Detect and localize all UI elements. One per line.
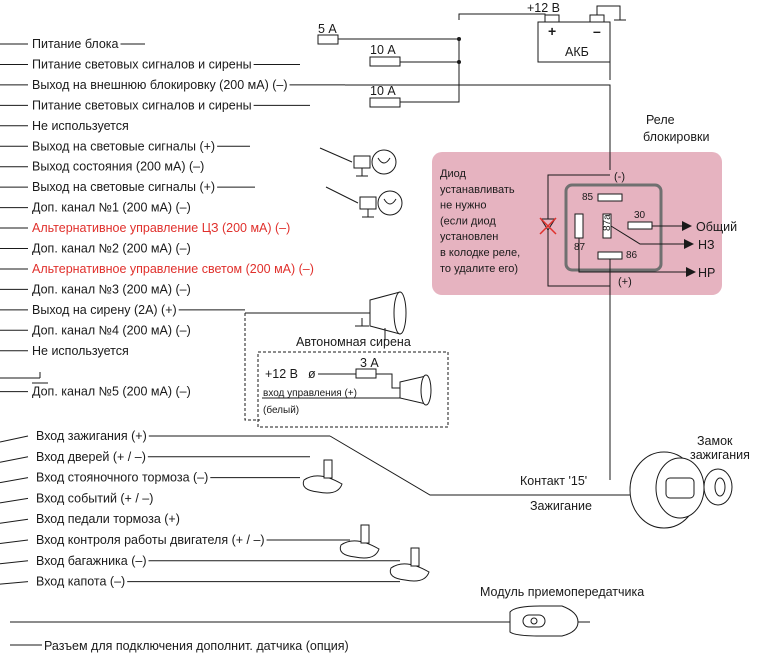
ignition: Контакт '15' Зажигание Замок зажигания [329, 434, 750, 529]
input-wire-label: Вход контроля работы двигателя (+ / –) [36, 533, 265, 547]
input-wire-label: Вход багажника (–) [36, 554, 147, 568]
diode-note-line: (если диод [440, 215, 496, 227]
relay-title-1: Реле [646, 113, 675, 127]
wire-label: Доп. канал №4 (200 мА) (–) [32, 323, 191, 337]
sensor-connector-label: Разъем для подключения дополнит. датчика… [44, 639, 349, 653]
wire-label: Питание световых сигналов и сирены [32, 98, 252, 112]
switch-icon-3 [389, 547, 430, 582]
relay-neg: (-) [614, 171, 625, 183]
wire-label: Альтернативное управление ЦЗ (200 мА) (–… [32, 221, 290, 235]
switch-icon-1 [302, 459, 343, 494]
diode-note-line: Диод [440, 168, 466, 180]
lamp-icon-2 [325, 186, 403, 218]
diode-note: Диод устанавливать не нужно (если диод устан… [440, 168, 520, 275]
input-wire-group: Вход зажигания (+) Вход дверей (+ / –) Вхо… [0, 429, 400, 589]
wire-label: Выход состояния (200 мА) (–) [32, 160, 204, 174]
wire-label: Выход на сирену (2А) (+) [32, 303, 177, 317]
input-wire-line [0, 539, 29, 544]
diode-note-line: то удалите его) [440, 263, 518, 275]
relay-pin-85: 85 [582, 192, 594, 203]
diode-note-line: не нужно [440, 200, 487, 212]
sensor-connector: Разъем для подключения дополнит. датчика… [10, 639, 349, 653]
battery-voltage: +12 В [527, 1, 560, 15]
relay-out-no: НР [698, 266, 715, 280]
wire-label: Не используется [32, 119, 129, 133]
input-wire-label: Вход стояночного тормоза (–) [36, 471, 208, 485]
diode-note-line: устанавливать [440, 184, 515, 196]
wire-label: Доп. канал №3 (200 мА) (–) [32, 282, 191, 296]
diode-note-line: в колодке реле, [440, 247, 520, 259]
input-wire-line [0, 581, 29, 585]
relay-pin-87: 87 [574, 242, 586, 253]
battery-minus: – [593, 23, 601, 39]
lock-title-1: Замок [697, 434, 733, 448]
wire-label: Питание блока [32, 37, 119, 51]
siren-box-symbol: ø [308, 367, 316, 381]
wire-label: Альтернативное управление светом (200 мА… [32, 262, 314, 276]
fuse-5a: 5 А [317, 22, 339, 45]
input-wire-line [0, 456, 29, 463]
relay-out-common: Общий [696, 220, 737, 234]
fuse-10a-1-label: 10 А [370, 43, 396, 57]
relay-pin-86: 86 [626, 250, 638, 261]
input-wire-label: Вход зажигания (+) [36, 429, 147, 443]
ignition-label: Зажигание [530, 499, 592, 513]
wire-label: Выход на световые сигналы (+) [32, 180, 215, 194]
fuse-3a-label: 3 А [360, 356, 379, 370]
lamp-icon-1 [319, 147, 397, 177]
wire-label: Доп. канал №1 (200 мА) (–) [32, 201, 191, 215]
lock-title-2: зажигания [690, 448, 750, 462]
input-wire-line [0, 477, 29, 484]
siren-box-title: Автономная сирена [296, 335, 411, 349]
wire-label: Не используется [32, 344, 129, 358]
wire-label: Доп. канал №5 (200 мА) (–) [32, 385, 191, 399]
fuse-10a-2-label: 10 А [370, 84, 396, 98]
siren-box-voltage: +12 В [265, 367, 298, 381]
battery-label: АКБ [565, 45, 589, 59]
siren-icon [245, 291, 407, 340]
input-wire-line [0, 435, 29, 443]
wire-label: Питание световых сигналов и сирены [32, 57, 252, 71]
fuse-10a-2: 10 А [369, 84, 401, 108]
switch-icon-2 [339, 524, 380, 559]
siren-input-label: вход управления (+) [263, 388, 357, 399]
transceiver-label: Модуль приемопередатчика [480, 585, 644, 599]
wire-label: Выход на внешнюю блокировку (200 мА) (–) [32, 78, 288, 92]
fuse-10a-1: 10 А [369, 43, 401, 67]
wire-label: Доп. канал №2 (200 мА) (–) [32, 242, 191, 256]
battery: +12 В + – АКБ [527, 1, 626, 63]
wire-label: Выход на световые сигналы (+) [32, 139, 215, 153]
input-wire-label: Вход педали тормоза (+) [36, 512, 180, 526]
input-wire-label: Вход капота (–) [36, 575, 125, 589]
battery-plus: + [548, 23, 556, 39]
relay-pos: (+) [618, 276, 632, 288]
transceiver: Модуль приемопередатчика [10, 585, 644, 637]
fuse-5a-label: 5 А [318, 22, 337, 36]
siren-color-label: (белый) [263, 404, 299, 416]
input-wire-line [0, 497, 29, 504]
relay: Реле блокировки 85 86 87 87a 30 (-) (+) … [539, 113, 737, 480]
input-wire-label: Вход событий (+ / –) [36, 491, 153, 505]
relay-out-nc: НЗ [698, 238, 715, 252]
diode-note-line: установлен [440, 231, 498, 243]
siren-box: Автономная сирена +12 В ø 3 А вход управ… [257, 335, 449, 428]
ignition-contact: Контакт '15' [520, 474, 587, 488]
relay-pin-87a: 87a [602, 214, 613, 231]
relay-pin-30: 30 [634, 210, 646, 221]
input-wire-label: Вход дверей (+ / –) [36, 450, 146, 464]
input-wire-line [0, 518, 29, 524]
input-wire-line [0, 560, 29, 565]
ground-icon [0, 372, 48, 384]
relay-title-2: блокировки [643, 130, 709, 144]
